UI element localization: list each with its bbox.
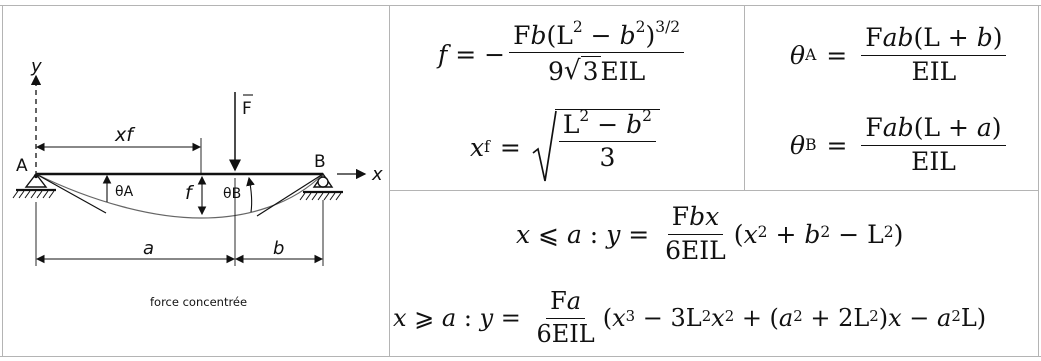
theta-b-label: θB (223, 186, 241, 202)
table-divider-theta (744, 5, 745, 190)
table-divider-diagram (389, 5, 390, 357)
tangent-b (256, 173, 324, 217)
f-sign: = − (455, 39, 506, 69)
theta-b-arc (246, 176, 255, 213)
table-border-bottom (0, 356, 1041, 357)
support-b (299, 172, 343, 201)
f-lhs: f (438, 39, 448, 69)
x-axis-label: x (371, 164, 383, 185)
point-a-label: A (16, 156, 28, 176)
table-divider-horizontal (389, 190, 1039, 191)
table-border-left (2, 5, 3, 357)
a-label: a (143, 238, 154, 259)
b-label: b (273, 238, 284, 259)
deflection-curve (35, 173, 324, 219)
sqrt-icon: √ (563, 55, 581, 86)
xf-label: xf (114, 124, 136, 146)
y-axis-label: y (30, 56, 42, 77)
force-label: F (242, 99, 252, 119)
f-numerator: Fb(L2 − b2)3/2 (509, 19, 685, 53)
table-border-top (0, 5, 1041, 6)
beam-diagram-cell: y x F A B xf a b θA θB f force concentré… (3, 6, 389, 356)
table-border-right (1038, 5, 1039, 357)
diagram-caption: force concentrée (150, 295, 247, 309)
tangent-a (35, 173, 107, 214)
theta-a-label: θA (115, 184, 134, 200)
sqrt-radical-icon (532, 110, 557, 182)
point-b-label: B (314, 152, 326, 172)
beam-diagram: y x F A B xf a b θA θB f force concentré… (12, 56, 383, 309)
support-a (12, 172, 56, 199)
deflection-label: f (185, 182, 195, 204)
